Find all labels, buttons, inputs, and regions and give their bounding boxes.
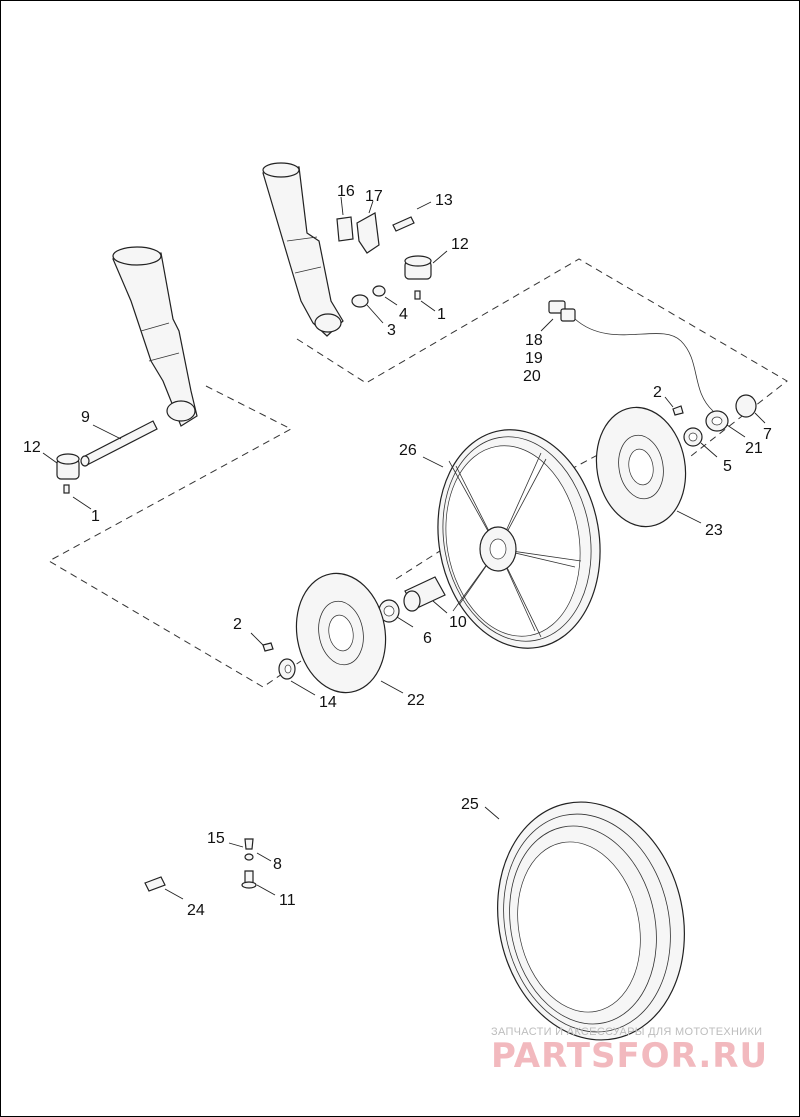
left-brake-disc xyxy=(295,572,387,694)
callout-2-left: 2 xyxy=(233,616,242,633)
watermark-tagline: ЗАПЧАСТИ И АКСЕССУАРЫ ДЛЯ МОТОТЕХНИКИ xyxy=(491,1026,762,1038)
left-hub-parts xyxy=(262,642,296,680)
callout-26: 26 xyxy=(399,442,417,459)
callout-3: 3 xyxy=(387,322,396,339)
callout-24: 24 xyxy=(187,902,205,919)
callout-23: 23 xyxy=(705,522,723,539)
callout-25: 25 xyxy=(461,796,479,813)
bracket-parts xyxy=(336,212,432,308)
right-hub-parts xyxy=(672,394,757,447)
callout-17: 17 xyxy=(365,188,383,205)
axle-spacer-tube xyxy=(378,576,446,623)
callout-21: 21 xyxy=(745,440,763,457)
valve-stem-parts xyxy=(144,838,257,892)
wheel-speed-sensor xyxy=(548,300,714,412)
leader-lines xyxy=(42,196,766,900)
left-spacer xyxy=(56,453,80,494)
front-axle xyxy=(80,420,158,467)
right-fork-slider xyxy=(262,162,344,337)
callout-18: 18 xyxy=(525,332,543,349)
callout-12-right: 12 xyxy=(451,236,469,253)
callout-9: 9 xyxy=(81,409,90,426)
callout-11: 11 xyxy=(279,892,296,909)
callout-16: 16 xyxy=(337,183,355,200)
left-fork-slider xyxy=(112,246,198,427)
right-brake-disc xyxy=(595,406,687,528)
watermark: ЗАПЧАСТИ И АКСЕССУАРЫ ДЛЯ МОТОТЕХНИКИ PA… xyxy=(491,1026,768,1076)
callout-1-left: 1 xyxy=(91,508,100,525)
callout-8: 8 xyxy=(273,856,282,873)
callout-12-left: 12 xyxy=(23,439,41,456)
callout-15: 15 xyxy=(207,830,225,847)
callout-2-right: 2 xyxy=(653,384,662,401)
callout-4: 4 xyxy=(399,306,408,323)
callout-13: 13 xyxy=(435,192,453,209)
callout-14: 14 xyxy=(319,694,337,711)
front-cast-wheel xyxy=(437,429,601,649)
callout-20: 20 xyxy=(523,368,541,385)
watermark-logo: PARTSFOR.RU xyxy=(491,1036,768,1076)
assembly-guide-lines xyxy=(47,258,788,688)
callout-labels: 9 12 1 16 17 13 12 4 3 1 18 19 20 2 7 21… xyxy=(23,183,772,919)
callout-22: 22 xyxy=(407,692,425,709)
callout-5: 5 xyxy=(723,458,732,475)
callout-1-right: 1 xyxy=(437,306,446,323)
callout-7: 7 xyxy=(763,426,772,443)
front-tire xyxy=(497,801,685,1041)
callout-10: 10 xyxy=(449,614,467,631)
callout-19: 19 xyxy=(525,350,543,367)
callout-6: 6 xyxy=(423,630,432,647)
